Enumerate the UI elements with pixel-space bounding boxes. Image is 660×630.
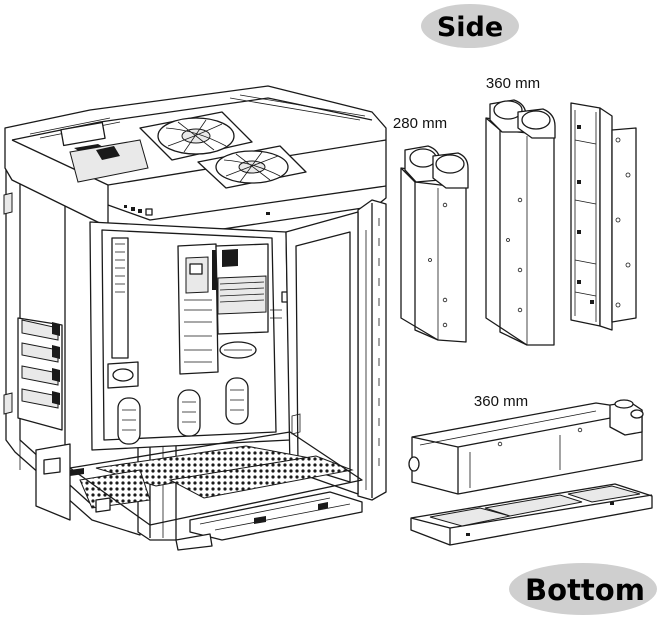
top-fan-rear bbox=[139, 111, 253, 161]
drive-bay-cage bbox=[17, 317, 63, 431]
radiator-360mm-side-label: 360 mm bbox=[486, 75, 540, 92]
bottom-fan-mesh bbox=[69, 431, 363, 526]
radiator-280mm-side bbox=[400, 145, 469, 343]
bottom-label: Bottom bbox=[509, 563, 657, 615]
bottom-label-text: Bottom bbox=[525, 573, 645, 607]
pc-case-illustration bbox=[3, 85, 387, 551]
top-fan-front bbox=[197, 145, 307, 189]
side-label: Side bbox=[421, 4, 519, 48]
radiator-360mm-side bbox=[485, 99, 556, 346]
front-io-panel bbox=[124, 205, 270, 216]
radiator-280mm-label: 280 mm bbox=[393, 115, 447, 132]
radiator-360mm-bottom bbox=[408, 399, 644, 495]
motherboard-tray bbox=[89, 221, 291, 451]
side-label-text: Side bbox=[437, 12, 503, 43]
radiator-360mm-bottom-label: 360 mm bbox=[474, 393, 528, 410]
side-radiator-bracket bbox=[570, 102, 637, 331]
bottom-radiator-bracket bbox=[410, 483, 653, 546]
